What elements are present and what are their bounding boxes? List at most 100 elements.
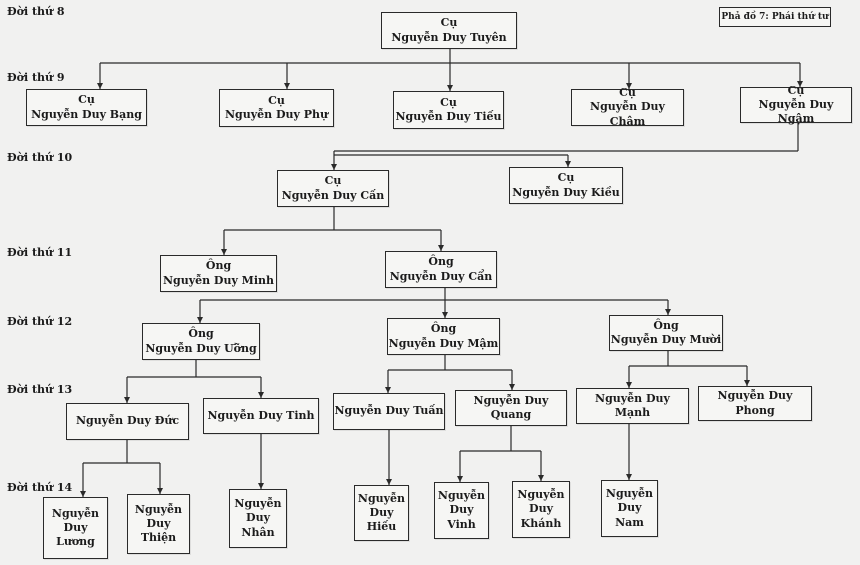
person-name-line: Cụ [78, 93, 95, 107]
person-name-line: Duy [246, 511, 270, 525]
person-name-line: Nguyễn Duy Quang [473, 393, 549, 421]
person-name-line: Nguyễn Duy Ưỡng [145, 341, 257, 355]
person-name-line: Duy [529, 502, 553, 516]
person-name-line: Duy [369, 505, 394, 519]
person-name-line: Duy [63, 520, 88, 534]
person-node-manh: Nguyễn Duy Mạnh [576, 388, 689, 424]
person-name-line: Nhân [241, 525, 275, 539]
arrow-head [447, 85, 453, 91]
arrow-head [386, 479, 392, 485]
generation-label-12: Đời thứ 12 [7, 315, 73, 328]
arrow-head [80, 491, 86, 497]
arrow-head [538, 475, 544, 481]
arrow-head [197, 317, 203, 323]
person-name-line: Nguyễn Duy Mậm [388, 336, 499, 350]
person-name-line: Nguyễn Duy Phự [225, 108, 328, 121]
arrow-head [626, 474, 632, 480]
arrow-head [626, 382, 632, 388]
arrow-head [124, 397, 130, 403]
person-name-line: Nguyễn [51, 506, 100, 520]
person-name-line: Nguyễn Duy Cẩn [389, 269, 493, 283]
arrow-head [258, 392, 264, 398]
person-name-line: Ông [205, 259, 232, 273]
person-node-phong: Nguyễn Duy Phong [698, 386, 812, 421]
arrow-head [438, 245, 444, 251]
arrow-head [221, 249, 227, 255]
generation-label-9: Đời thứ 9 [7, 71, 65, 84]
arrow-head [331, 164, 337, 170]
person-name-line: Nguyễn Duy Phong [717, 389, 793, 417]
person-name-line: Cụ [440, 16, 458, 30]
person-name-line: Cụ [557, 171, 575, 185]
person-name-line: Nguyễn [134, 502, 183, 516]
arrow-head [665, 309, 671, 315]
arrow-head [509, 384, 515, 390]
person-name-line: Cụ [268, 93, 285, 107]
arrow-head [157, 488, 163, 494]
person-name-line: Nguyễn Duy Tiếu [395, 110, 502, 123]
person-name-line: Cụ [619, 86, 636, 100]
person-name-line: Lương [56, 535, 95, 549]
arrow-head [626, 83, 632, 89]
person-node-quang: Nguyễn Duy Quang [455, 390, 567, 426]
arrow-head [744, 380, 750, 386]
person-name-line: Nam [615, 515, 644, 529]
person-name-line: Ông [430, 322, 457, 336]
arrow-head [385, 387, 391, 393]
person-name-line: Cụ [440, 95, 457, 109]
generation-label-8: Đời thứ 8 [7, 5, 65, 18]
person-name-line: Nguyễn Duy Châm [590, 100, 665, 128]
person-name-line: Khánh [520, 516, 562, 530]
arrow-head [284, 83, 290, 89]
person-name-line: Nguyễn Duy Ngậm [758, 97, 834, 126]
person-name-line: Vinh [447, 517, 476, 531]
person-name-line: Nguyễn [605, 487, 654, 501]
person-name-line: Nguyễn Duy Đức [75, 414, 180, 428]
person-name-line: Ông [653, 318, 679, 332]
person-name-line: Nguyễn Duy Minh [162, 273, 275, 287]
arrow-head [258, 483, 264, 489]
person-node-tinh: Nguyễn Duy Tinh [203, 398, 319, 434]
person-name-line: Nguyễn [517, 488, 565, 502]
person-name-line: Nguyễn Duy Bạng [31, 107, 142, 121]
person-name-line: Duy [617, 501, 642, 515]
arrow-head [97, 83, 103, 89]
person-name-line: Hiếu [366, 520, 397, 534]
arrow-head [442, 312, 448, 318]
person-name-line: Nguyễn [357, 491, 406, 505]
person-name-line: Nguyễn Duy Mười [610, 333, 722, 346]
person-node-tuan: Nguyễn Duy Tuấn [333, 393, 445, 430]
person-name-line: Cụ [787, 83, 805, 97]
person-name-line: Nguyễn Duy Tuấn [334, 404, 444, 418]
generation-label-14: Đời thứ 14 [7, 481, 73, 494]
person-name-line: Duy [146, 516, 171, 530]
arrow-head [565, 161, 571, 167]
generation-label-10: Đời thứ 10 [7, 151, 73, 164]
person-name-line: Ông [428, 255, 454, 269]
person-name-line: Ông [188, 327, 214, 341]
person-name-line: Cụ [324, 174, 342, 188]
person-node-duc: Nguyễn Duy Đức [66, 403, 189, 440]
person-name-line: Nguyễn Duy Mạnh [595, 391, 670, 419]
arrow-head [457, 476, 463, 482]
legend-box: Phả đồ 7: Phái thứ tư [719, 7, 831, 27]
